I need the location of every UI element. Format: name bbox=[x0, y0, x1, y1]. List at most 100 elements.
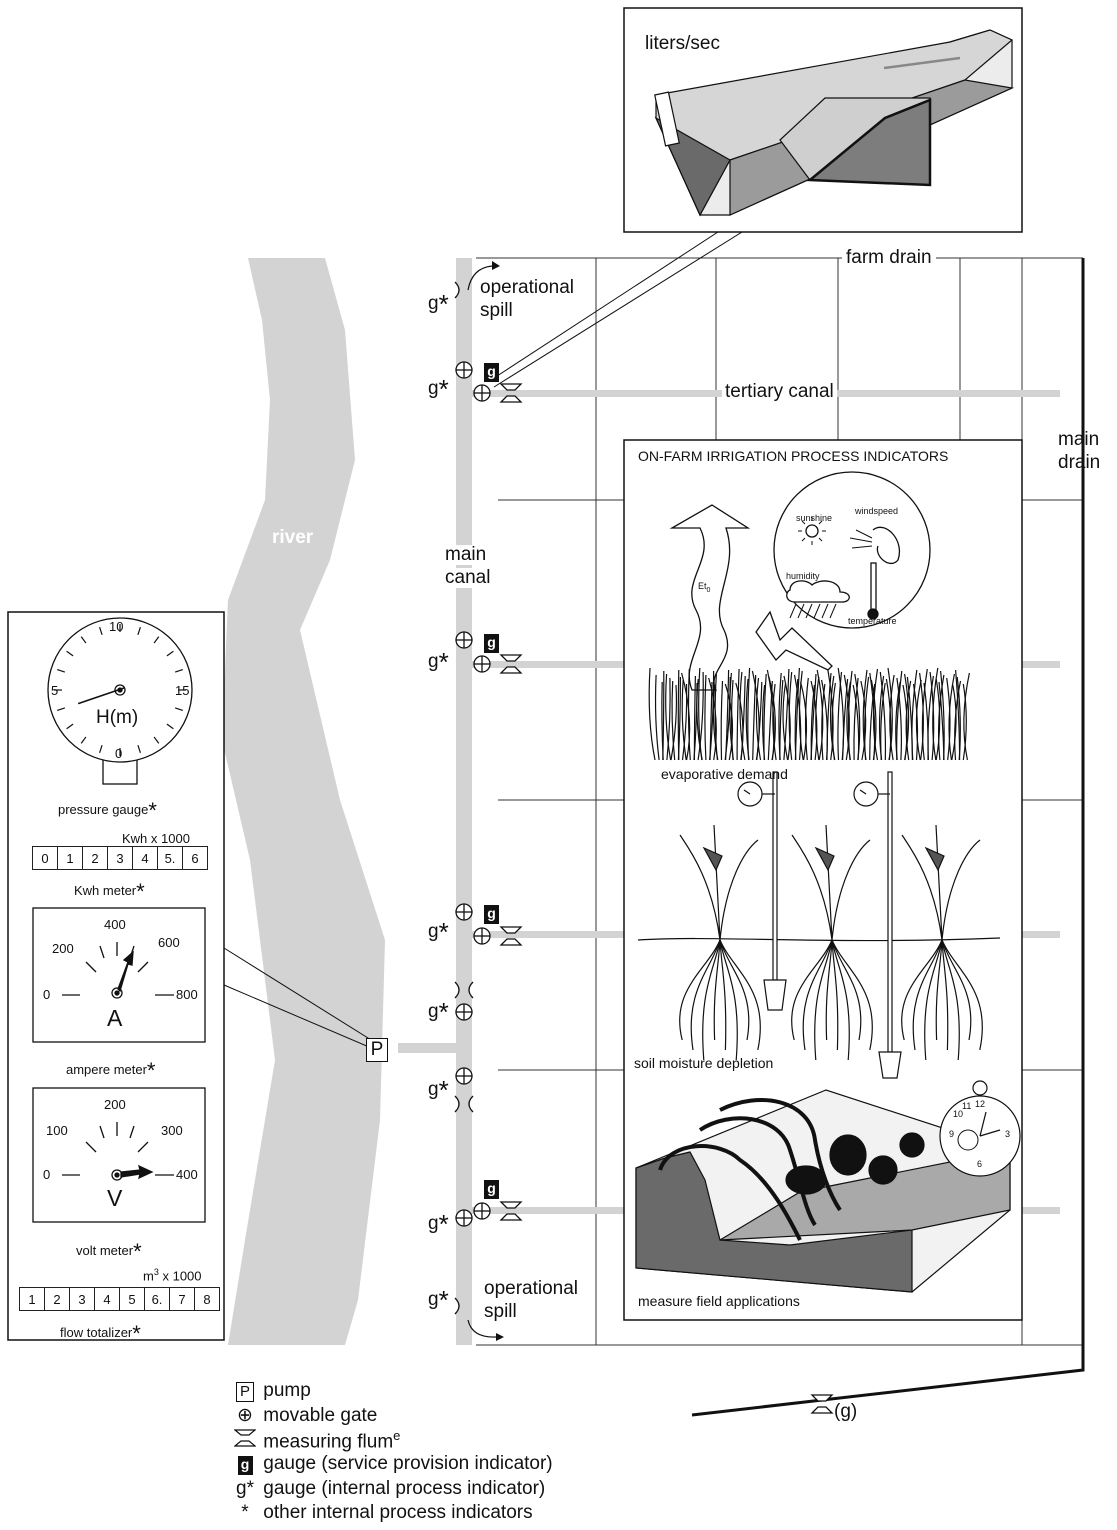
digit-cell: 6. bbox=[144, 1287, 170, 1311]
volt-tick-200: 200 bbox=[104, 1097, 126, 1112]
operational-spill-top-line1: operational bbox=[480, 277, 575, 298]
clock-10: 10 bbox=[953, 1109, 964, 1119]
ampere-tick-400: 400 bbox=[104, 917, 126, 932]
volt-meter-dial bbox=[62, 1122, 174, 1181]
internal-gauge-label: g* bbox=[428, 997, 449, 1027]
movable-gate-icon bbox=[473, 655, 491, 673]
movable-gate-icon: ⊕ bbox=[237, 1405, 253, 1426]
digit-cell: 2 bbox=[82, 846, 108, 870]
measuring-flume-icon bbox=[499, 654, 523, 674]
flume-g-label: (g) bbox=[834, 1401, 858, 1422]
legend-item: P pump bbox=[232, 1380, 311, 1402]
et0-label: Et0 bbox=[698, 581, 711, 594]
internal-gauge-label: g* bbox=[428, 1285, 449, 1315]
spill-arrow-bottom bbox=[467, 1319, 497, 1338]
operational-spill-top-line2: spill bbox=[480, 300, 513, 321]
clock-3: 3 bbox=[1005, 1129, 1011, 1139]
measuring-flume-icon bbox=[810, 1394, 834, 1414]
soil-moisture-label: soil moisture depletion bbox=[634, 1055, 774, 1071]
digit-cell: 5. bbox=[157, 846, 183, 870]
movable-gate-icon bbox=[473, 1202, 491, 1220]
ampere-meter-box bbox=[32, 907, 206, 1043]
movable-gate-icon bbox=[455, 903, 473, 921]
river bbox=[222, 258, 385, 1345]
measuring-flume-icon bbox=[232, 1429, 258, 1453]
spill-gate-shapes bbox=[454, 281, 474, 1315]
service-gauge-icon: g bbox=[484, 363, 499, 382]
digit-cell: 3 bbox=[107, 846, 133, 870]
movable-gate-icon bbox=[455, 361, 473, 379]
river-label: river bbox=[272, 527, 314, 548]
windspeed-label: windspeed bbox=[855, 506, 899, 516]
movable-gate-icon bbox=[455, 1209, 473, 1227]
weather-circle bbox=[773, 471, 931, 629]
asterisk-icon: * bbox=[241, 1502, 249, 1523]
pressure-tick-15: 15 bbox=[175, 683, 190, 698]
flow-totalizer-label: flow totalizer* bbox=[60, 1321, 141, 1346]
main-canal-label-line1: main bbox=[445, 544, 487, 565]
volt-tick-0: 0 bbox=[43, 1167, 51, 1182]
digit-cell: 3 bbox=[69, 1287, 95, 1311]
legend-item: g* gauge (internal process indicator) bbox=[232, 1478, 545, 1500]
movable-gate-icon bbox=[455, 1003, 473, 1021]
on-farm-panel-title: ON-FARM IRRIGATION PROCESS INDICATORS bbox=[638, 448, 949, 464]
field-application-illustration bbox=[635, 1080, 1021, 1293]
gauge-internal-icon: g* bbox=[236, 1478, 254, 1499]
ampere-tick-200: 200 bbox=[52, 941, 74, 956]
internal-gauge-label: g* bbox=[428, 917, 449, 947]
digit-cell: 1 bbox=[19, 1287, 45, 1311]
measuring-flume-icon bbox=[499, 383, 523, 403]
digit-cell: 8 bbox=[194, 1287, 220, 1311]
pump-pipe bbox=[398, 1043, 458, 1053]
service-gauge-icon: g bbox=[484, 905, 499, 924]
operational-spill-bottom-line2: spill bbox=[484, 1301, 517, 1322]
ampere-tick-600: 600 bbox=[158, 935, 180, 950]
grass-field bbox=[648, 667, 970, 761]
clock-9: 9 bbox=[949, 1129, 955, 1139]
clock-12: 12 bbox=[975, 1099, 986, 1109]
digit-cell: 0 bbox=[32, 846, 58, 870]
main-drain-label-line2: drain bbox=[1058, 452, 1101, 473]
evaporative-demand-label: evaporative demand bbox=[661, 766, 788, 782]
measuring-flume-icon bbox=[499, 1201, 523, 1221]
digit-cell: 5 bbox=[119, 1287, 145, 1311]
lateral-canal-4b bbox=[1022, 1207, 1060, 1214]
field-applications-label: measure field applications bbox=[638, 1293, 800, 1309]
volt-tick-100: 100 bbox=[46, 1123, 68, 1138]
movable-gate-icon bbox=[473, 384, 491, 402]
movable-gates bbox=[455, 361, 491, 1227]
digit-cell: 4 bbox=[94, 1287, 120, 1311]
main-canal-label-line2: canal bbox=[445, 567, 491, 588]
operational-spill-bottom-line1: operational bbox=[484, 1278, 579, 1299]
volt-meter-label: volt meter* bbox=[76, 1239, 142, 1264]
movable-gate-icon bbox=[455, 631, 473, 649]
clock-11: 11 bbox=[962, 1101, 972, 1111]
temperature-label: temperature bbox=[848, 616, 897, 626]
pump-symbol: P bbox=[366, 1038, 388, 1062]
spill-arrow-top bbox=[467, 265, 493, 291]
et0-arrow bbox=[669, 504, 751, 691]
ampere-unit: A bbox=[107, 1005, 123, 1031]
internal-gauge-label: g* bbox=[428, 647, 449, 677]
sunshine-label: sunshine bbox=[796, 513, 833, 523]
lateral-canal-2b bbox=[1022, 661, 1060, 668]
internal-gauge-label: g* bbox=[428, 289, 449, 319]
ampere-meter-label: ampere meter* bbox=[66, 1058, 156, 1083]
ampere-tick-800: 800 bbox=[176, 987, 198, 1002]
legend-item: g gauge (service provision indicator) bbox=[232, 1453, 553, 1475]
volt-tick-300: 300 bbox=[161, 1123, 183, 1138]
lateral-canal-2 bbox=[472, 661, 628, 668]
digit-cell: 1 bbox=[57, 846, 83, 870]
lateral-canal-4 bbox=[472, 1207, 628, 1214]
main-drain-label-line1: main bbox=[1058, 429, 1100, 450]
internal-gauge-label: g* bbox=[428, 1209, 449, 1239]
ampere-tick-0: 0 bbox=[43, 987, 51, 1002]
digit-cell: 7 bbox=[169, 1287, 195, 1311]
clock-6: 6 bbox=[977, 1159, 983, 1169]
pressure-tick-0: 0 bbox=[115, 746, 123, 761]
digit-cell: 4 bbox=[132, 846, 158, 870]
flume-illustration bbox=[654, 29, 1015, 217]
